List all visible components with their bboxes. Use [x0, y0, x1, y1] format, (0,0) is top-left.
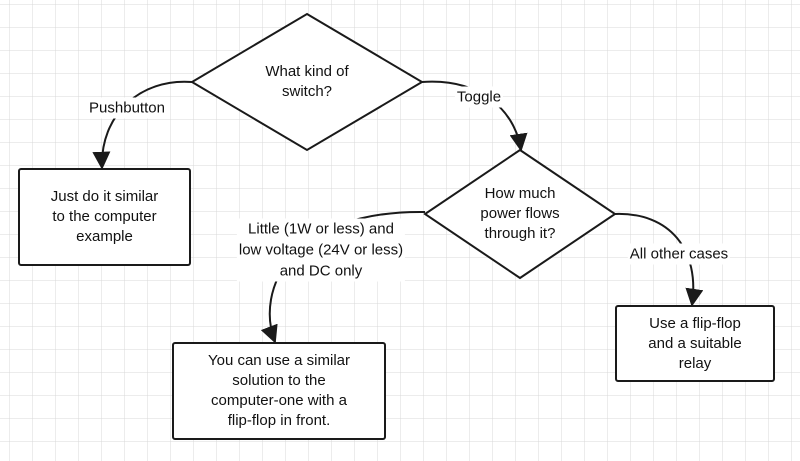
- edge-label-low-power: Little (1W or less) and low voltage (24V…: [236, 218, 406, 282]
- edge-label-pushbutton: Pushbutton: [87, 97, 167, 119]
- decision-switch-kind: [190, 12, 424, 152]
- connector-other-cases: [614, 212, 704, 307]
- decision-power-flow-text: How much power flows through it?: [480, 185, 560, 242]
- result-box-pushbutton-text: Just do it similar to the computer examp…: [50, 188, 159, 245]
- decision-switch-kind-text: What kind of switch?: [265, 63, 349, 100]
- edge-label-other-cases: All other cases: [627, 243, 731, 265]
- result-box-relay-text: Use a flip-flop and a suitable relay: [648, 314, 742, 372]
- edge-label-toggle: Toggle: [454, 86, 504, 108]
- result-box-relay: Use a flip-flop and a suitable relay: [615, 305, 775, 382]
- decision-power-flow: [423, 148, 617, 280]
- result-box-low-power: You can use a similar solution to the co…: [172, 342, 386, 440]
- result-box-pushbutton: Just do it similar to the computer examp…: [18, 168, 191, 266]
- result-box-low-power-text: You can use a similar solution to the co…: [207, 352, 351, 429]
